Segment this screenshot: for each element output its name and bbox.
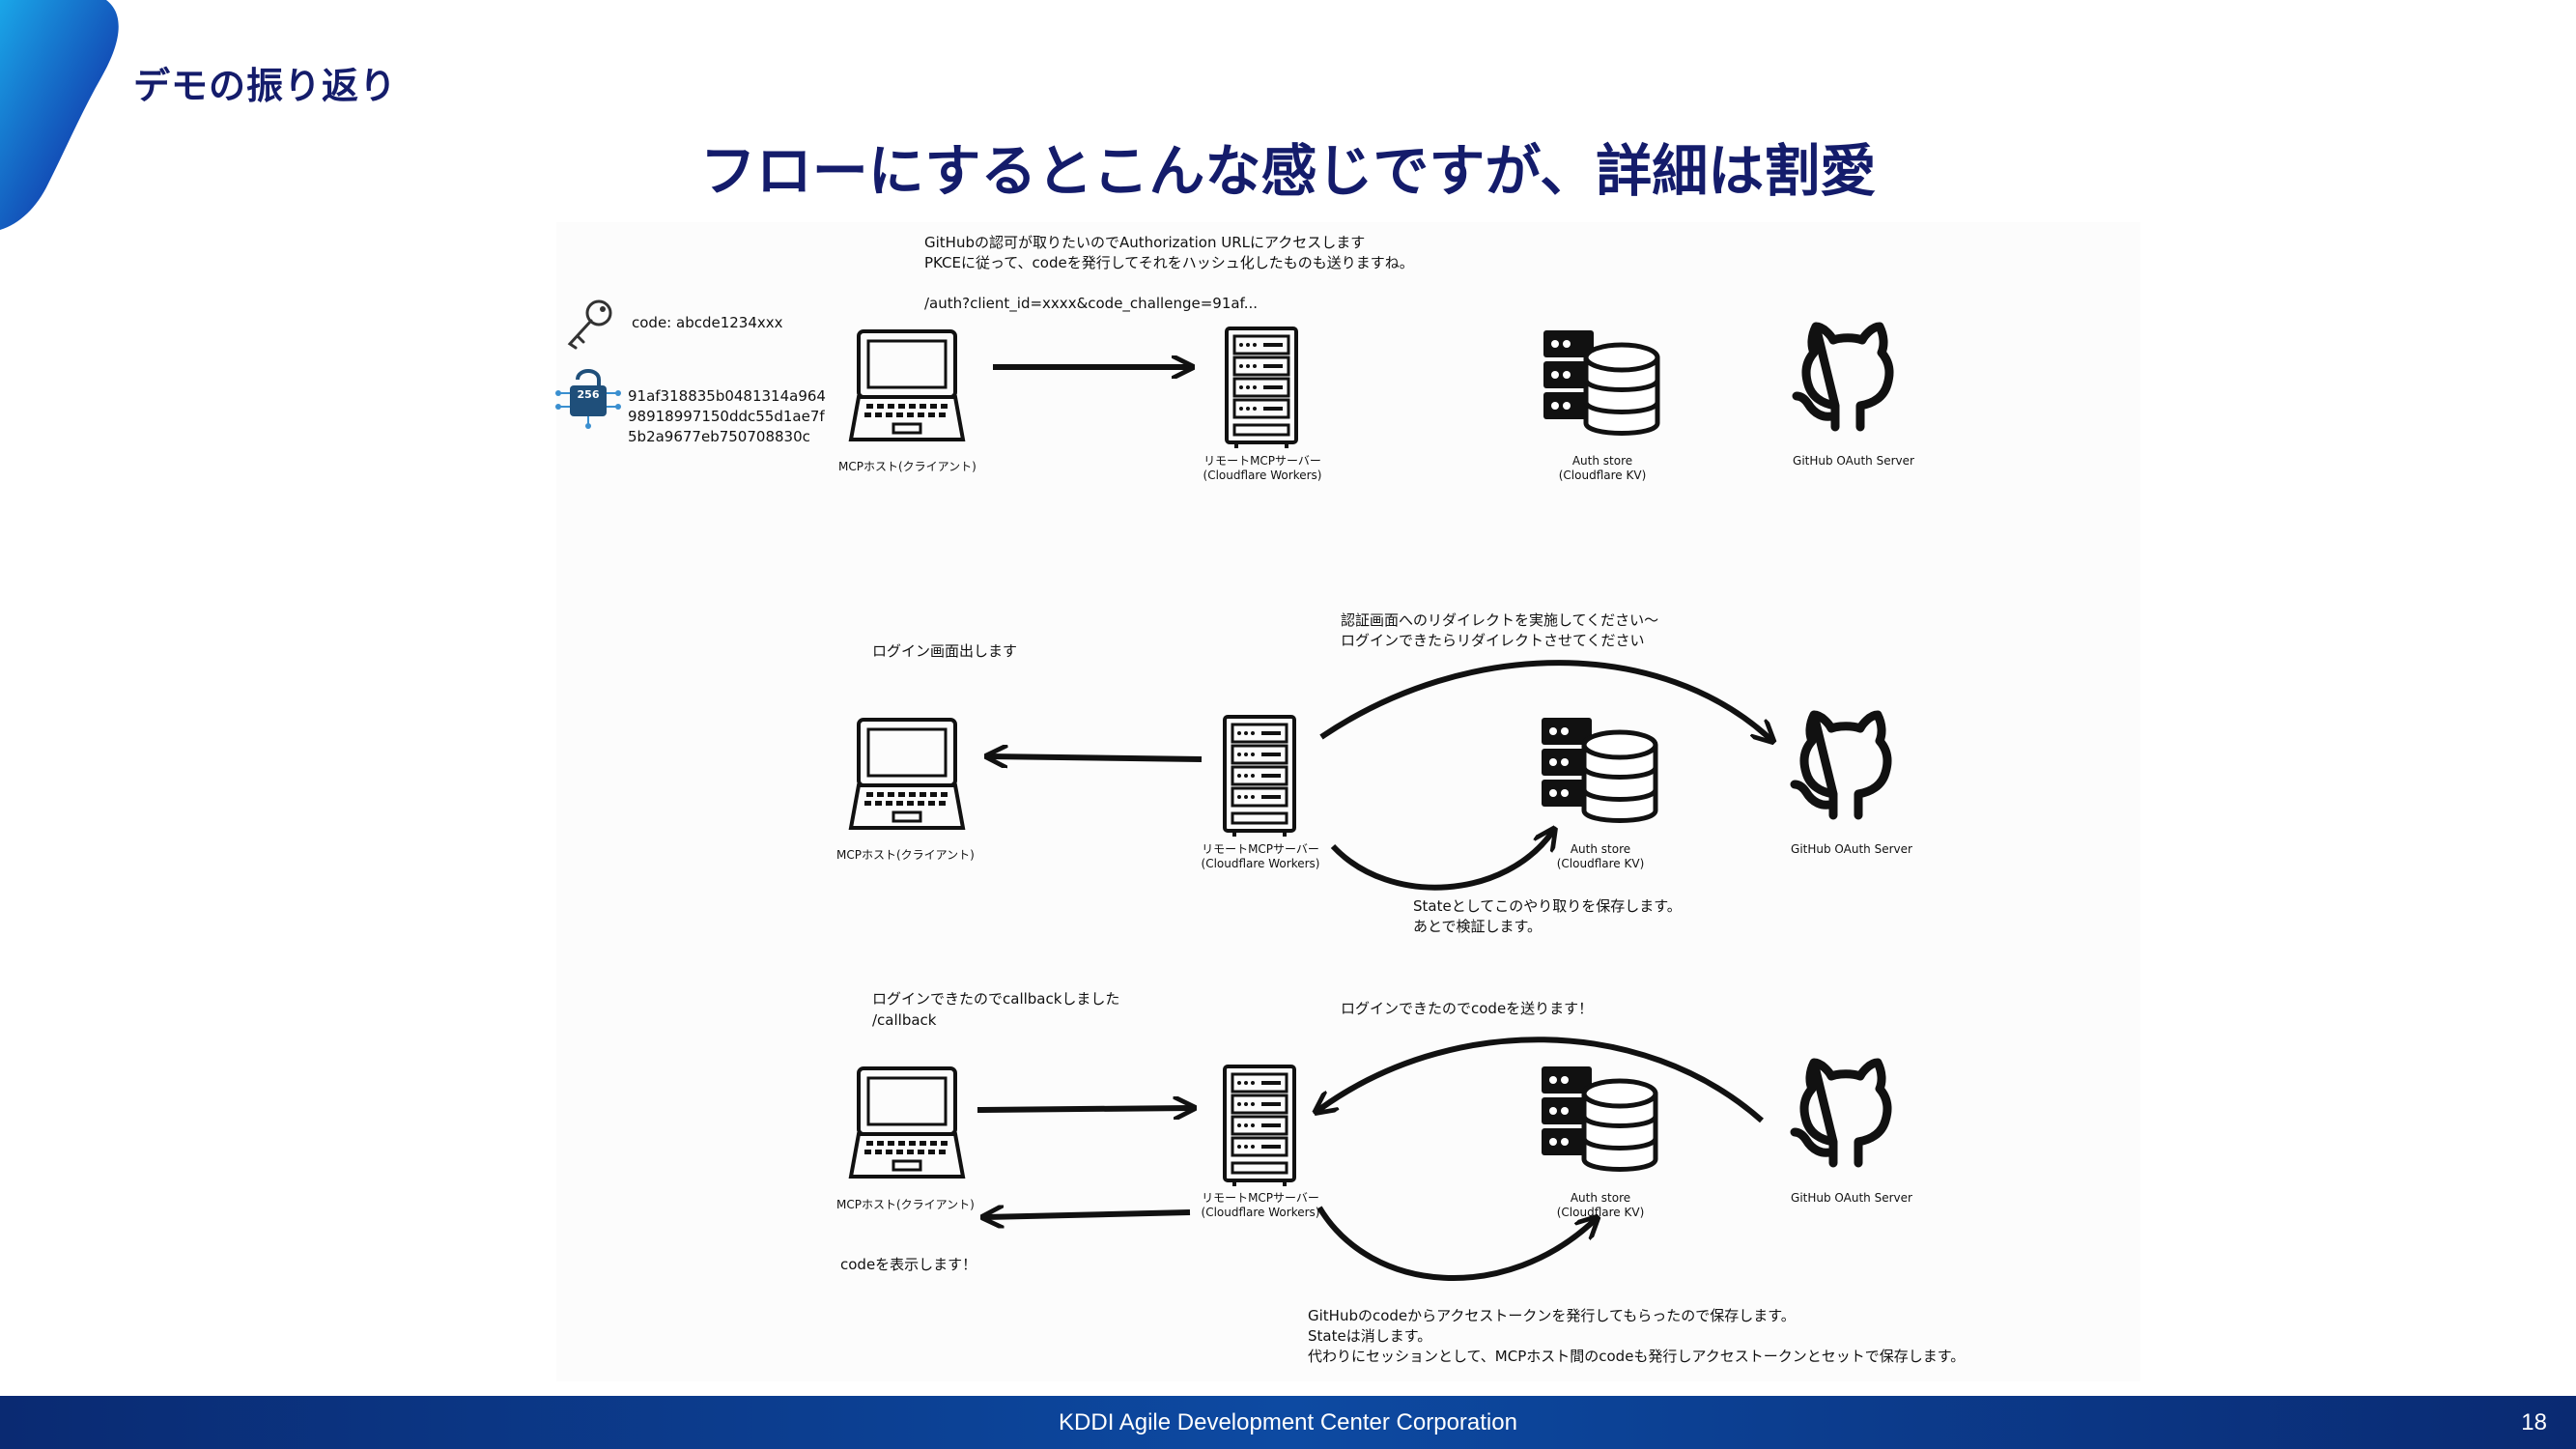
github-icon-3 <box>1795 1063 1887 1163</box>
host-label-1: MCPホスト(クライアント) <box>838 460 977 473</box>
server-label-1a: リモートMCPサーバー <box>1203 454 1321 468</box>
arrow-server-to-store-2 <box>1330 831 1553 891</box>
store-label-2b: (Cloudflare KV) <box>1556 857 1645 870</box>
hash-line3: 5b2a9677eb750708830c <box>628 428 810 445</box>
login-screen-note: ログイン画面出します <box>872 642 1018 660</box>
store-label-3a: Auth store <box>1570 1191 1631 1205</box>
arrow-server-to-host-2 <box>989 756 1203 759</box>
server-label-2a: リモートMCPサーバー <box>1202 842 1319 856</box>
lock-badge: 256 <box>578 388 600 401</box>
redirect-note-line1: 認証画面へのリダイレクトを実施してください〜 <box>1341 611 1659 629</box>
save-note-line1: GitHubのcodeからアクセストークンを発行してもらったので保存します。 <box>1308 1307 1796 1324</box>
host-laptop-icon-2 <box>849 718 965 830</box>
lock-hash-icon: 256 <box>555 369 621 429</box>
server-icon-2 <box>1223 715 1296 838</box>
store-label-1b: (Cloudflare KV) <box>1558 469 1647 482</box>
page-number: 18 <box>2521 1409 2547 1435</box>
arrow-server-to-store-3 <box>1316 1206 1596 1281</box>
github-icon-1 <box>1797 327 1889 427</box>
github-label-3: GitHub OAuth Server <box>1791 1191 1912 1205</box>
store-icon-1 <box>1543 330 1657 434</box>
store-label-1a: Auth store <box>1571 454 1633 468</box>
callback-note-line1: ログインできたのでcallbackしました <box>872 990 1120 1008</box>
state-note-line1: Stateとしてこのやり取りを保存します。 <box>1413 897 1682 915</box>
host-label-2: MCPホスト(クライアント) <box>836 848 975 862</box>
callback-note-line2: /callback <box>872 1011 937 1029</box>
arrow-github-to-server-3 <box>1317 1037 1764 1123</box>
github-icon-2 <box>1795 715 1887 815</box>
send-code-note: ログインできたのでcodeを送ります！ <box>1341 1000 1594 1017</box>
diagram-area <box>556 222 2140 1381</box>
store-icon-3 <box>1542 1066 1656 1170</box>
save-note-line2: Stateは消します。 <box>1308 1327 1432 1345</box>
host-laptop-icon-3 <box>849 1066 965 1179</box>
server-label-3a: リモートMCPサーバー <box>1202 1191 1319 1205</box>
github-label-2: GitHub OAuth Server <box>1791 842 1912 856</box>
server-label-3b: (Cloudflare Workers) <box>1201 1206 1320 1219</box>
show-code-note: codeを表示します！ <box>840 1256 977 1273</box>
store-label-2a: Auth store <box>1570 842 1631 856</box>
code-label: code: abcde1234xxx <box>632 314 783 331</box>
github-label-1: GitHub OAuth Server <box>1793 454 1914 468</box>
hash-line2: 98918997150ddc55d1ae7f <box>628 408 825 425</box>
footer-bar: KDDI Agile Development Center Corporatio… <box>0 1396 2576 1449</box>
section-title: デモの振り返り <box>133 65 398 107</box>
arrow-host-to-server-3 <box>977 1108 1192 1110</box>
server-icon-1 <box>1225 327 1298 450</box>
redirect-note-line2: ログインできたらリダイレクトさせてください <box>1341 632 1645 649</box>
arrow-server-to-github-2 <box>1319 660 1771 740</box>
server-icon-3 <box>1223 1065 1296 1188</box>
main-title: フローにするとこんな感じですが、詳細は割愛 <box>699 138 1877 204</box>
store-label-3b: (Cloudflare KV) <box>1556 1206 1645 1219</box>
host-laptop-icon-1 <box>849 329 965 441</box>
step1-note-line1: GitHubの認可が取りたいのでAuthorization URLにアクセスしま… <box>924 234 1366 251</box>
step1-note-line2: PKCEに従って、codeを発行してそれをハッシュ化したものも送りますね。 <box>924 254 1414 271</box>
save-note-line3: 代わりにセッションとして、MCPホスト間のcodeも発行しアクセストークンとセッ… <box>1308 1348 1966 1365</box>
arrow-server-to-host-3 <box>985 1212 1191 1217</box>
store-icon-2 <box>1542 718 1656 821</box>
hash-line1: 91af318835b0481314a964 <box>628 387 826 405</box>
corner-decoration <box>0 0 119 230</box>
server-label-1b: (Cloudflare Workers) <box>1203 469 1322 482</box>
footer-company: KDDI Agile Development Center Corporatio… <box>1059 1409 1517 1435</box>
state-note-line2: あとで検証します。 <box>1413 918 1543 935</box>
step1-note-line3: /auth?client_id=xxxx&code_challenge=91af… <box>924 295 1259 312</box>
key-icon <box>567 299 612 350</box>
server-label-2b: (Cloudflare Workers) <box>1201 857 1320 870</box>
host-label-3: MCPホスト(クライアント) <box>836 1198 975 1211</box>
